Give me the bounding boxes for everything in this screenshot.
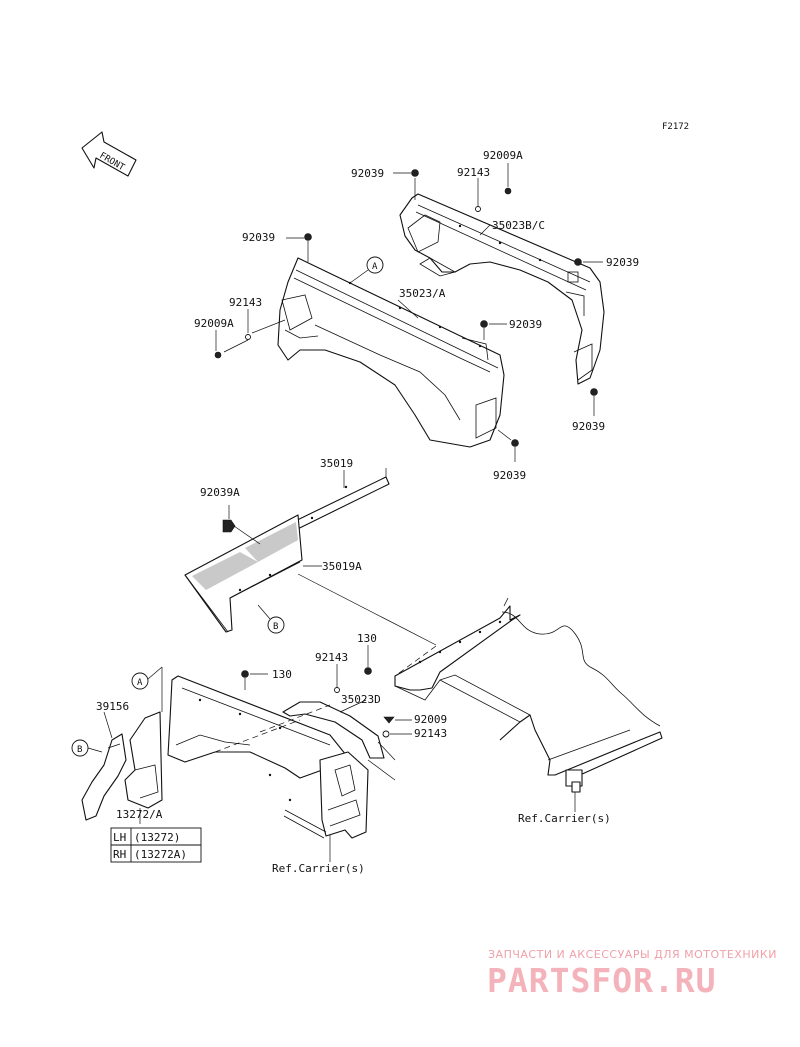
rear-fender-left — [277, 257, 505, 448]
label-35023d: 35023D — [341, 693, 381, 706]
label-35023a: 35023/A — [399, 287, 446, 300]
label-92009a-left: 92009A — [194, 317, 234, 330]
label-92143-low: 92143 — [414, 727, 447, 740]
inner-fender-panel — [167, 675, 351, 802]
ref-carrier-bottom[interactable]: Ref.Carrier(s) — [272, 862, 365, 875]
label-92009a-top: 92009A — [483, 149, 523, 162]
seal-39156 — [81, 733, 127, 821]
bracket-13272 — [124, 667, 163, 809]
watermark-tagline: ЗАПЧАСТИ И АКСЕССУАРЫ ДЛЯ МОТОТЕХНИКИ — [488, 948, 777, 961]
label-92009: 92009 — [414, 713, 447, 726]
table-side-lh: LH — [113, 831, 126, 844]
label-35019: 35019 — [320, 457, 353, 470]
rear-fender-right — [399, 193, 605, 385]
label-35019a: 35019A — [322, 560, 362, 573]
rear-fender-bracket-35023d — [282, 701, 385, 839]
front-arrow-icon: FRONT — [81, 131, 137, 177]
ref-marker-b-mid: B — [273, 622, 278, 632]
ref-marker-a-top: A — [372, 262, 378, 272]
table-part-lh: (13272) — [134, 831, 180, 844]
table-side-rh: RH — [113, 848, 126, 861]
label-92143-left: 92143 — [229, 296, 262, 309]
label-92143-mid: 92143 — [315, 651, 348, 664]
label-92039-top-right: 92039 — [351, 167, 384, 180]
mud-guard-35019 — [184, 468, 390, 633]
label-92039-right-mid: 92039 — [606, 256, 639, 269]
label-92039-center: 92039 — [509, 318, 542, 331]
label-92039-bottom: 92039 — [572, 420, 605, 433]
label-130-left: 130 — [272, 668, 292, 681]
watermark-logo: PARTSFOR.RU — [487, 961, 717, 1000]
figure-code: F2172 — [662, 122, 689, 132]
carrier-frame — [394, 597, 663, 793]
label-130-top: 130 — [357, 632, 377, 645]
label-92039-right-low: 92039 — [493, 469, 526, 482]
ref-carrier-right[interactable]: Ref.Carrier(s) — [518, 812, 611, 825]
table-part-rh: (13272A) — [134, 848, 187, 861]
label-92143-top: 92143 — [457, 166, 490, 179]
ref-marker-b-low: B — [77, 745, 82, 755]
label-39156: 39156 — [96, 700, 129, 713]
label-13272a: 13272/A — [116, 808, 163, 821]
label-92039-left: 92039 — [242, 231, 275, 244]
label-92039a: 92039A — [200, 486, 240, 499]
label-35023bc: 35023B/C — [492, 219, 545, 232]
ref-marker-a-low: A — [137, 678, 143, 688]
side-variant-table: LH (13272) RH (13272A) — [110, 827, 202, 863]
